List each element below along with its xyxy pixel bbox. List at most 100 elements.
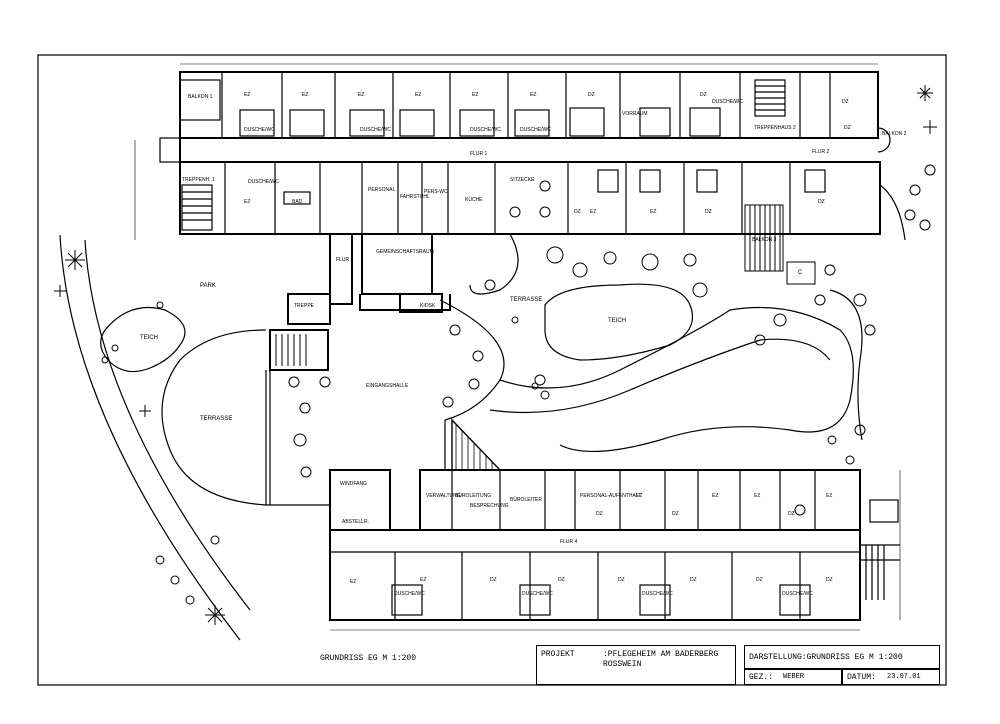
room-label: DUSCHE/WC (712, 99, 743, 105)
room-label: EZ (244, 199, 251, 205)
room-label: DUSCHE/WC (470, 127, 501, 133)
room-label: DZ (690, 577, 697, 583)
room-label: TREPPENHAUS 2 (754, 125, 796, 131)
middle-wing (179, 161, 881, 235)
room-label: FAHRSTUHL (400, 194, 430, 200)
projekt-place: ROSSWEIN (603, 660, 642, 669)
room-label: KÜCHE (465, 197, 483, 203)
hall-tables (288, 180, 551, 478)
title-block-darstellung: DARSTELLUNG:GRUNDRISS EG M 1:200 (744, 645, 940, 669)
room-label: EINGANGSHALLE (366, 383, 409, 389)
room-label: DZ (826, 577, 833, 583)
room-label: DZ (588, 92, 595, 98)
trees (101, 164, 936, 605)
room-label: BAD (292, 199, 303, 205)
pond-centre (544, 283, 694, 361)
drawing-title: GRUNDRISS EG M 1:200 (320, 654, 417, 663)
area-label: TERRASSE (510, 297, 543, 303)
terrace-left (161, 329, 267, 506)
room-label: TREPPENH. 1 (182, 177, 215, 183)
room-label: EZ (472, 92, 479, 98)
sheet-border (37, 54, 947, 686)
room-label: BESPRECHUNG (470, 503, 509, 509)
room-label: EZ (636, 493, 643, 499)
room-label: EZ (244, 92, 251, 98)
room-label: GEMEINSCHAFTSRAUM (376, 249, 434, 255)
room-label: DZ (844, 125, 851, 131)
garden-path (499, 306, 854, 453)
room-label: BALKON 1 (188, 94, 213, 100)
gez-value: WEBER (783, 673, 805, 681)
room-label: DZ (618, 577, 625, 583)
south-wing (329, 469, 861, 621)
area-label: PARK (200, 283, 216, 289)
area-label: TEICH (140, 335, 158, 341)
corridor-label: FLUR 2 (812, 149, 830, 155)
room-label: DZ (842, 99, 849, 105)
middle-wing-outline (179, 161, 881, 235)
room-label: ABSTELLR. (342, 519, 369, 525)
room-label: DUSCHE/WC (394, 591, 425, 597)
room-label: DZ (700, 92, 707, 98)
balcony-3 (744, 204, 816, 285)
room-label: DZ (596, 511, 603, 517)
middle-wing-partitions (181, 162, 826, 234)
darstellung-text: DARSTELLUNG:GRUNDRISS EG M 1:200 (749, 653, 903, 662)
room-label: DZ (788, 511, 795, 517)
room-label: DZ (672, 511, 679, 517)
corridor-label: FLUR 3 (336, 257, 354, 263)
room-label: TREPPE (294, 303, 315, 309)
room-label: EZ (415, 92, 422, 98)
projekt-name: :PFLEGEHEIM AM BADERBERG (603, 650, 719, 659)
datum-value: 23.07.01 (887, 673, 921, 681)
room-label: DZ (705, 209, 712, 215)
room-label: DZ (756, 577, 763, 583)
room-label: DZ (558, 577, 565, 583)
title-block-gez: GEZ.: WEBER (744, 669, 842, 685)
room-label: EZ (302, 92, 309, 98)
room-label: DUSCHE/WC (642, 591, 673, 597)
room-label: PERSONAL (368, 187, 396, 193)
title-block-project: PROJEKT :PFLEGEHEIM AM BADERBERG ROSSWEI… (536, 645, 736, 685)
corridor-label: FLUR 4 (560, 539, 578, 545)
room-label: DUSCHE/WC (244, 127, 275, 133)
north-wing-partitions (179, 72, 891, 153)
shrubs (54, 85, 937, 625)
dimension-lines (134, 63, 901, 631)
datum-label: DATUM: (847, 673, 876, 682)
room-label: EZ (712, 493, 719, 499)
area-label: TEICH (608, 318, 626, 324)
room-label: EZ (754, 493, 761, 499)
room-label: BÜROLEITUNG (455, 493, 492, 499)
room-label: EZ (358, 92, 365, 98)
room-label: KIOSK (420, 303, 436, 309)
room-label: PERS-WC (424, 189, 448, 195)
landscape (59, 184, 906, 641)
room-label: WINDFANG (340, 481, 367, 487)
room-label: BALKON 3 (752, 237, 777, 243)
room-label: BÜROLEITER (510, 497, 542, 503)
hatched-stair (451, 418, 502, 471)
room-label: DZ (818, 199, 825, 205)
room-label: DUSCHE/WC (520, 127, 551, 133)
room-label: EZ (590, 209, 597, 215)
entrance-block (269, 233, 451, 371)
room-label: C (798, 270, 803, 276)
room-label: EZ (350, 579, 357, 585)
room-label: DZ (490, 577, 497, 583)
room-label: EZ (650, 209, 657, 215)
south-wing-partitions (330, 470, 900, 620)
entrance-hall (265, 299, 505, 506)
title-block-datum: DATUM: 23.07.01 (842, 669, 940, 685)
room-label: DUSCHE/WC (248, 179, 279, 185)
room-label: EZ (530, 92, 537, 98)
gez-label: GEZ.: (749, 673, 774, 682)
room-label: DUSCHE/WC (360, 127, 391, 133)
room-label: PERSONAL-AUFENTHALT (580, 493, 642, 499)
room-label: EZ (826, 493, 833, 499)
area-label: TERRASSE (200, 416, 233, 422)
room-label: VORRAUM (622, 111, 648, 117)
corridor-label: FLUR 1 (470, 151, 488, 157)
projekt-label: PROJEKT (541, 650, 575, 659)
